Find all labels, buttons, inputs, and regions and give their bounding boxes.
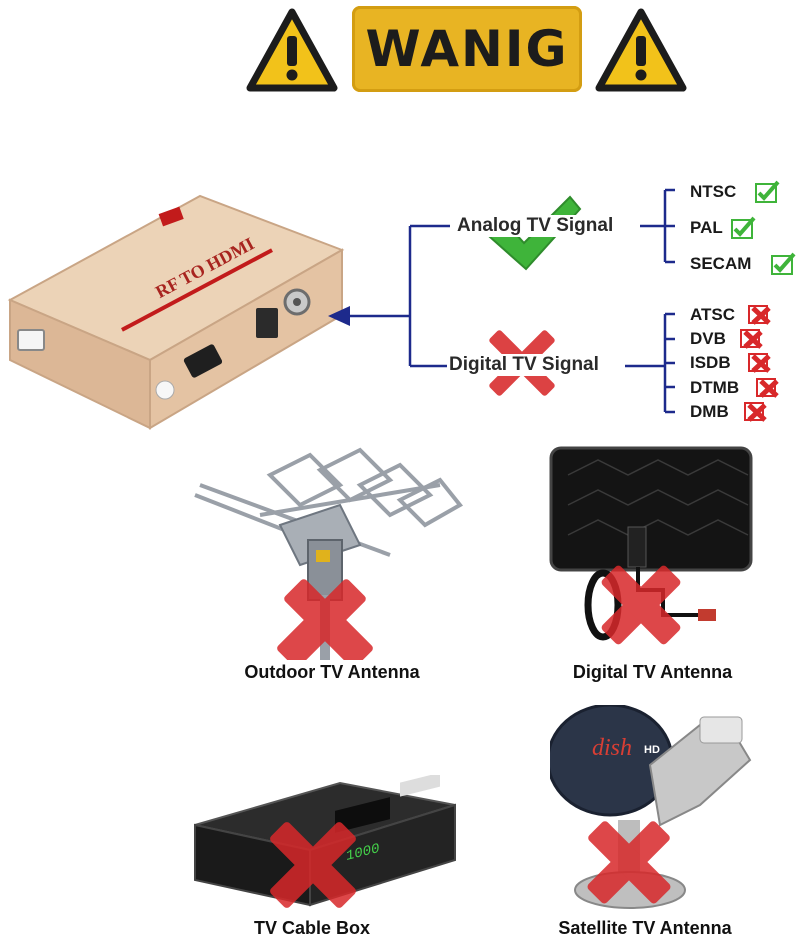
outdoor-antenna-caption: Outdoor TV Antenna (244, 662, 420, 682)
dtmb-cross-icon (756, 378, 779, 398)
dvb-cross-icon (740, 329, 763, 349)
cable-box-caption: TV Cable Box (253, 918, 371, 938)
rf-to-hdmi-device: RF TO HDMI (7, 194, 345, 430)
cable-box-image: 1000 (194, 775, 456, 908)
format-pal: PAL (690, 218, 723, 237)
outdoor-antenna-image (194, 447, 464, 660)
signal-tree-lines (328, 188, 675, 414)
format-dvb: DVB (690, 329, 726, 348)
ntsc-check-icon (755, 180, 780, 203)
digital-antenna-image (549, 446, 753, 645)
warning-banner: WANIG (352, 6, 582, 92)
digital-antenna-caption: Digital TV Antenna (572, 662, 733, 682)
secam-check-icon (771, 252, 796, 275)
dmb-cross-icon (744, 402, 767, 422)
satellite-antenna-caption: Satellite TV Antenna (558, 918, 732, 938)
format-secam: SECAM (690, 254, 752, 273)
atsc-cross-icon (748, 305, 771, 325)
format-dmb: DMB (690, 402, 729, 421)
warning-right-icon (595, 8, 687, 92)
format-ntsc: NTSC (690, 182, 737, 201)
format-dtmb: DTMB (690, 378, 740, 397)
pal-check-icon (731, 216, 756, 239)
format-atsc: ATSC (690, 305, 736, 324)
digital-signal-label: Digital TV Signal (447, 354, 601, 376)
analog-signal-label: Analog TV Signal (455, 215, 616, 237)
satellite-antenna-image: dish HD (550, 705, 752, 909)
isdb-cross-icon (748, 353, 771, 373)
dish-hd: HD (644, 744, 660, 756)
warning-left-icon (246, 8, 338, 92)
format-isdb: ISDB (690, 353, 731, 372)
warning-banner-text: WANIG (365, 20, 569, 78)
dish-brand: dish (592, 735, 632, 761)
